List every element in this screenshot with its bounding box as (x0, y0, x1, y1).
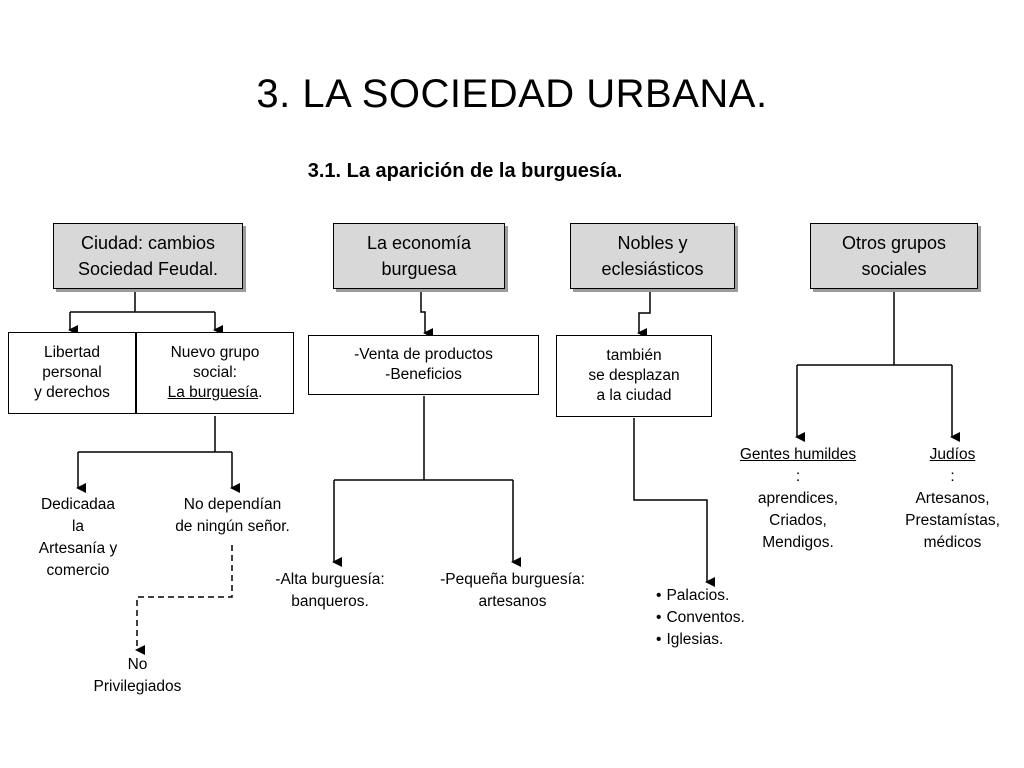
dedicada-line4: comercio (46, 562, 110, 579)
tambien-line1: también (606, 347, 662, 364)
pequena-line2: artesanos (478, 593, 547, 610)
nuevo-burguesia: La burguesía (167, 384, 259, 401)
page-subtitle: 3.1. La aparición de la burguesía. (307, 160, 623, 182)
dedicada-line2: la (71, 518, 85, 535)
gentes-line4: Mendigos. (762, 534, 834, 551)
header-ciudad-line1: Ciudad: cambios (80, 233, 216, 253)
text-no-dependian: No dependían de ningún señor. (155, 494, 310, 538)
connector-otros-split (797, 290, 952, 366)
text-gentes-humildes: Gentes humildes: aprendices, Criados, Me… (722, 444, 874, 554)
box-venta: -Venta de productos -Beneficios (308, 335, 539, 395)
judios-line4: médicos (923, 534, 982, 551)
libertad-line1: Libertad (43, 344, 100, 361)
header-otros-line2: sociales (861, 259, 927, 279)
gentes-line3: Criados, (769, 512, 827, 529)
bullet-item: Conventos. (656, 607, 744, 629)
judios-line2: Artesanos, (915, 490, 990, 507)
box-nuevo-grupo: Nuevo grupo social: La burguesía. (136, 332, 294, 414)
tambien-line2: se desplazan (588, 367, 680, 384)
judios-head: Judíos (929, 446, 976, 463)
dedicada-line3: Artesanía y (38, 540, 118, 557)
dedicada-line1: Dedicadaa (40, 496, 116, 513)
page-title: 3. LA SOCIEDAD URBANA. (256, 72, 768, 116)
judios-line3: Prestamístas, (905, 512, 1000, 529)
venta-line1: -Venta de productos (354, 346, 493, 363)
arrow-to-tambien (637, 290, 651, 338)
nuevo-line1: Nuevo grupo (170, 344, 260, 361)
connector-venta-split (334, 396, 513, 481)
text-dedicada: Dedicadaa la Artesanía y comercio (18, 494, 138, 582)
header-economia-line2: burguesa (381, 259, 457, 279)
pequena-line1: -Pequeña burguesía: (440, 571, 585, 588)
header-economia-line1: La economía (366, 233, 472, 253)
header-otros-line1: Otros grupos (841, 233, 947, 253)
arrow-to-venta (420, 290, 433, 338)
header-box-nobles: Nobles y eclesiásticos (570, 223, 735, 289)
box-libertad: Libertad personal y derechos (8, 332, 136, 414)
text-judios: Judíos: Artesanos, Prestamístas, médicos (890, 444, 1015, 554)
gentes-tail: : (795, 468, 801, 485)
header-nobles-line2: eclesiásticos (601, 259, 704, 279)
box-tambien: también se desplazan a la ciudad (556, 335, 712, 417)
nuevo-line2: social: (193, 364, 237, 381)
bullet-item: Palacios. (656, 585, 745, 607)
header-ciudad-line2: Sociedad Feudal. (77, 259, 219, 279)
alta-line2: banqueros. (291, 593, 369, 610)
text-pequena-burguesia: -Pequeña burguesía: artesanos (420, 569, 605, 613)
dashed-to-no-privilegiados (135, 545, 233, 655)
nuevo-line3-tail: . (258, 384, 263, 401)
bullet-item: Iglesias. (656, 629, 745, 651)
header-nobles-line1: Nobles y (617, 233, 688, 253)
nodepend-line2: de ningún señor. (175, 518, 290, 535)
gentes-line2: aprendices, (757, 490, 839, 507)
judios-tail: : (950, 468, 955, 485)
text-no-privilegiados: No Privilegiados (75, 654, 200, 698)
connector-ciudad-split (70, 290, 215, 313)
alta-line1: -Alta burguesía: (275, 571, 385, 588)
noprivi-line1: No (127, 656, 148, 673)
arrow-to-bullets (633, 418, 715, 587)
header-box-economia: La economía burguesa (333, 223, 505, 289)
libertad-line2: personal (42, 364, 102, 381)
text-alta-burguesia: -Alta burguesía: banqueros. (260, 569, 400, 613)
nodepend-line1: No dependían (183, 496, 282, 513)
libertad-line3: y derechos (34, 384, 110, 401)
connector-nuevo-split (78, 416, 232, 453)
venta-line2: -Beneficios (385, 366, 462, 383)
noprivi-line2: Privilegiados (93, 678, 182, 695)
header-box-otros: Otros grupos sociales (810, 223, 978, 289)
gentes-head: Gentes humildes (739, 446, 857, 463)
tambien-line3: a la ciudad (596, 387, 672, 404)
bullet-list-edificios: Palacios. Conventos. Iglesias. (656, 585, 745, 651)
